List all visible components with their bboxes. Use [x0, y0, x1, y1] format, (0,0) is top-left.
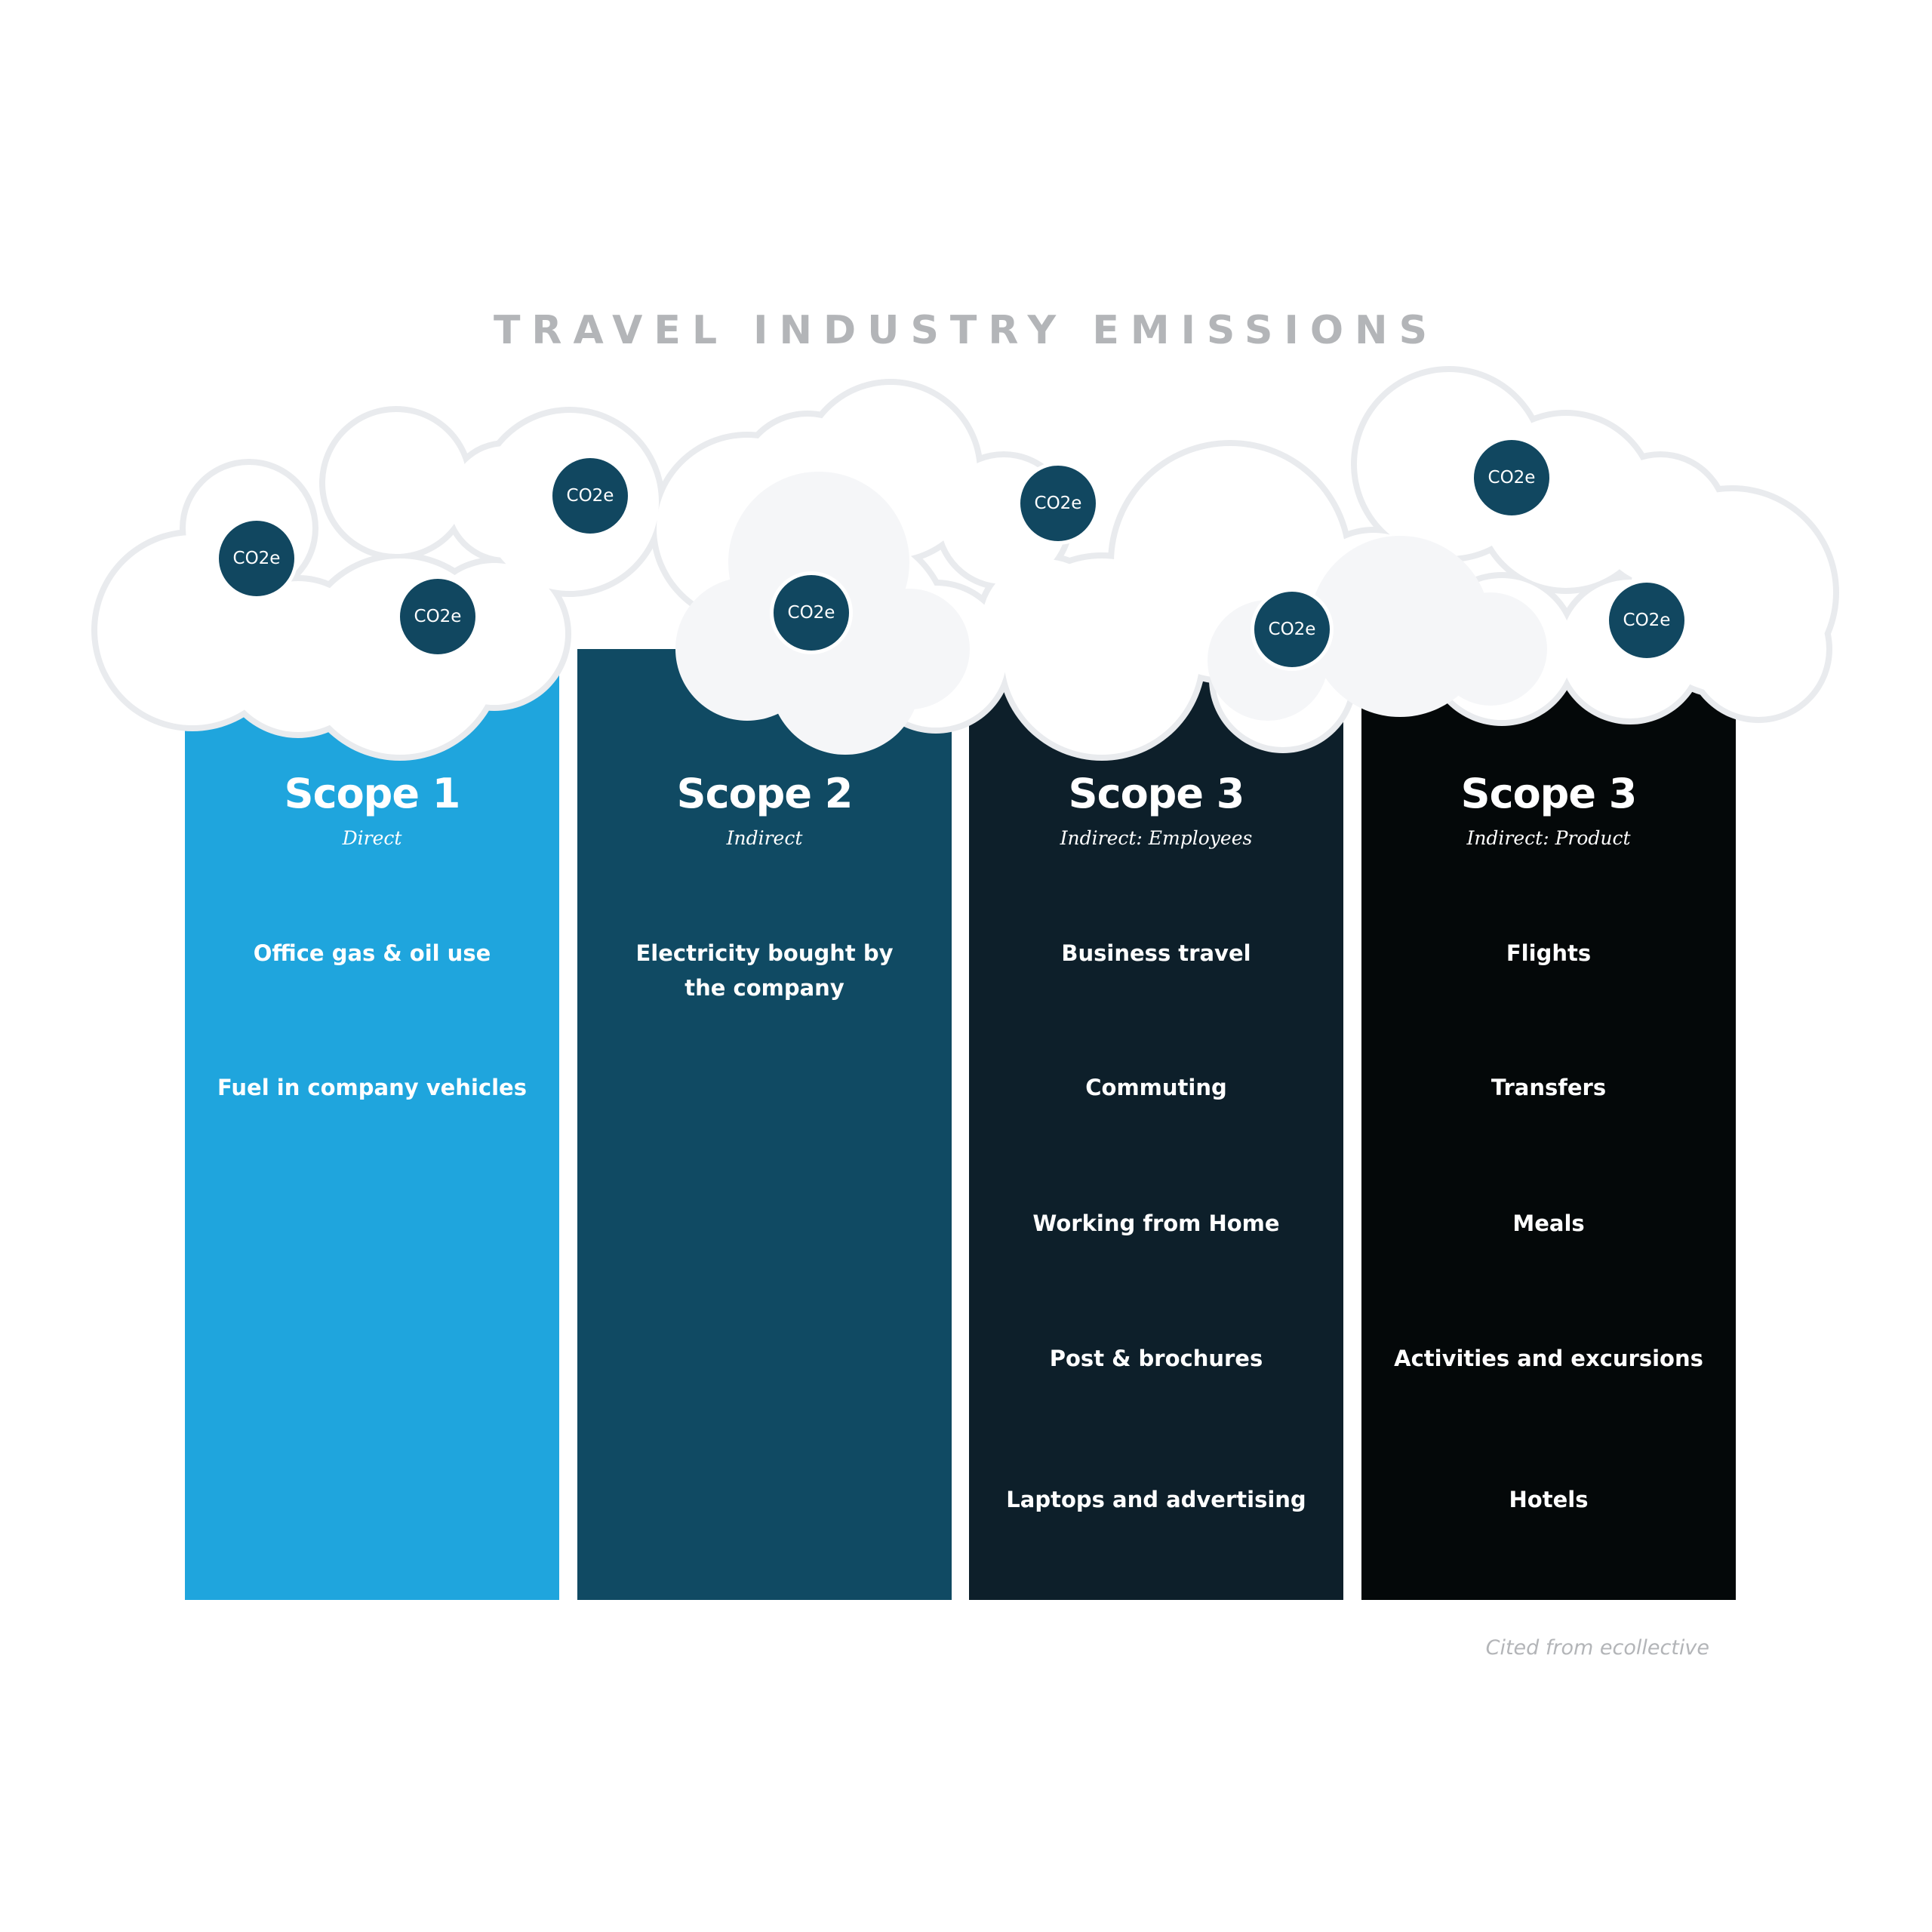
scope-3-product-column: Scope 3 Indirect: Product Flights Transf…: [1361, 649, 1736, 1600]
co2e-badge: CO2e: [549, 454, 632, 537]
scope-2-subheading: Indirect: [726, 827, 803, 849]
scope-3-product-item: Flights: [1506, 940, 1592, 966]
scope-2-column: Scope 2 Indirect Electricity bought by t…: [577, 649, 952, 1600]
co2e-badge: CO2e: [1251, 588, 1334, 671]
co2e-badge: CO2e: [770, 571, 853, 654]
co2e-badge: CO2e: [1470, 436, 1553, 519]
scope-3-product-item: Transfers: [1491, 1075, 1607, 1100]
scope-1-subheading: Direct: [342, 827, 402, 849]
scope-1-item: Fuel in company vehicles: [217, 1075, 527, 1100]
scope-1-heading: Scope 1: [284, 770, 461, 817]
scope-3-product-subheading: Indirect: Product: [1466, 827, 1631, 849]
co2e-badge: CO2e: [1605, 579, 1688, 662]
scope-3-employees-column: Scope 3 Indirect: Employees Business tra…: [969, 649, 1343, 1600]
scope-2-heading: Scope 2: [676, 770, 854, 817]
source-citation: Cited from ecollective: [1485, 1636, 1709, 1660]
scope-2-item: Electricity bought by the company: [635, 940, 894, 1001]
scope-3-employees-item: Laptops and advertising: [1006, 1487, 1306, 1512]
scope-3-employees-subheading: Indirect: Employees: [1060, 827, 1253, 849]
scope-3-employees-item: Business travel: [1061, 940, 1251, 966]
scope-3-employees-item: Working from Home: [1032, 1211, 1280, 1236]
scope-3-product-heading: Scope 3: [1460, 770, 1638, 817]
scope-3-employees-item: Commuting: [1085, 1075, 1227, 1100]
scope-1-item: Office gas & oil use: [253, 940, 491, 966]
scope-3-product-item: Meals: [1512, 1211, 1585, 1236]
scope-3-product-item: Activities and excursions: [1394, 1346, 1703, 1371]
co2e-badge: CO2e: [215, 517, 298, 600]
scope-3-product-item: Hotels: [1509, 1487, 1589, 1512]
co2e-badge: CO2e: [1017, 462, 1100, 545]
cloud-illustration: [91, 366, 1839, 761]
scope-3-employees-heading: Scope 3: [1068, 770, 1245, 817]
diagram-title: TRAVEL INDUSTRY EMISSIONS: [493, 308, 1439, 353]
co2e-badge: CO2e: [396, 575, 479, 658]
scope-1-column: Scope 1 Direct Office gas & oil use Fuel…: [185, 649, 559, 1600]
scope-3-employees-item: Post & brochures: [1049, 1346, 1263, 1371]
